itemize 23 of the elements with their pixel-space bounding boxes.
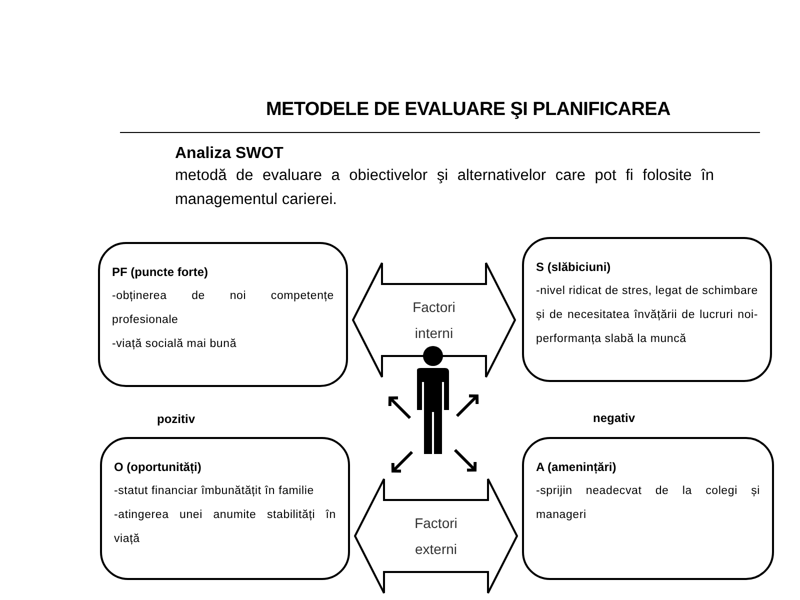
rounded-box <box>100 437 350 580</box>
box-heading: O (oportunități) <box>114 459 202 476</box>
double-arrow-shape <box>352 262 516 378</box>
box-heading: A (amenințări) <box>536 459 618 476</box>
bullet-text: -nivel ridicat de stres, legat de schimbare și de necesitatea învățării de lucruri noi- performanța slabă la muncă <box>536 284 758 347</box>
axis-label: pozitiv <box>157 411 195 428</box>
rounded-box <box>98 242 348 387</box>
description-text: metodă de evaluare a obiectivelor şi alternativelor care pot fi folosite în managementul carierei. <box>175 166 714 210</box>
title: METODELE DE EVALUARE ŞI PLANIFICAREA <box>266 98 670 122</box>
bullet-text: -atingerea unei anumite stabilități în viață <box>114 508 336 547</box>
factor-label: Factori externi <box>414 514 458 559</box>
rounded-box <box>522 237 772 382</box>
factor-label: Factori interni <box>412 298 456 343</box>
subheading: Analiza SWOT <box>175 144 284 164</box>
bullet-text: -viață socială mai bună <box>112 337 238 352</box>
axis-label: negativ <box>593 410 636 427</box>
box-heading: PF (puncte forte) <box>112 264 209 281</box>
box-heading: S (slăbiciuni) <box>536 259 612 276</box>
bullet-text: -statut financiar îmbunătățit în familie <box>114 484 315 499</box>
bullet-text: -sprijin neadecvat de la colegi și manageri <box>536 484 760 523</box>
rounded-box <box>522 437 774 580</box>
double-arrow-shape <box>354 478 518 594</box>
bullet-text: -obținerea de noi competențe profesionale <box>112 289 334 328</box>
